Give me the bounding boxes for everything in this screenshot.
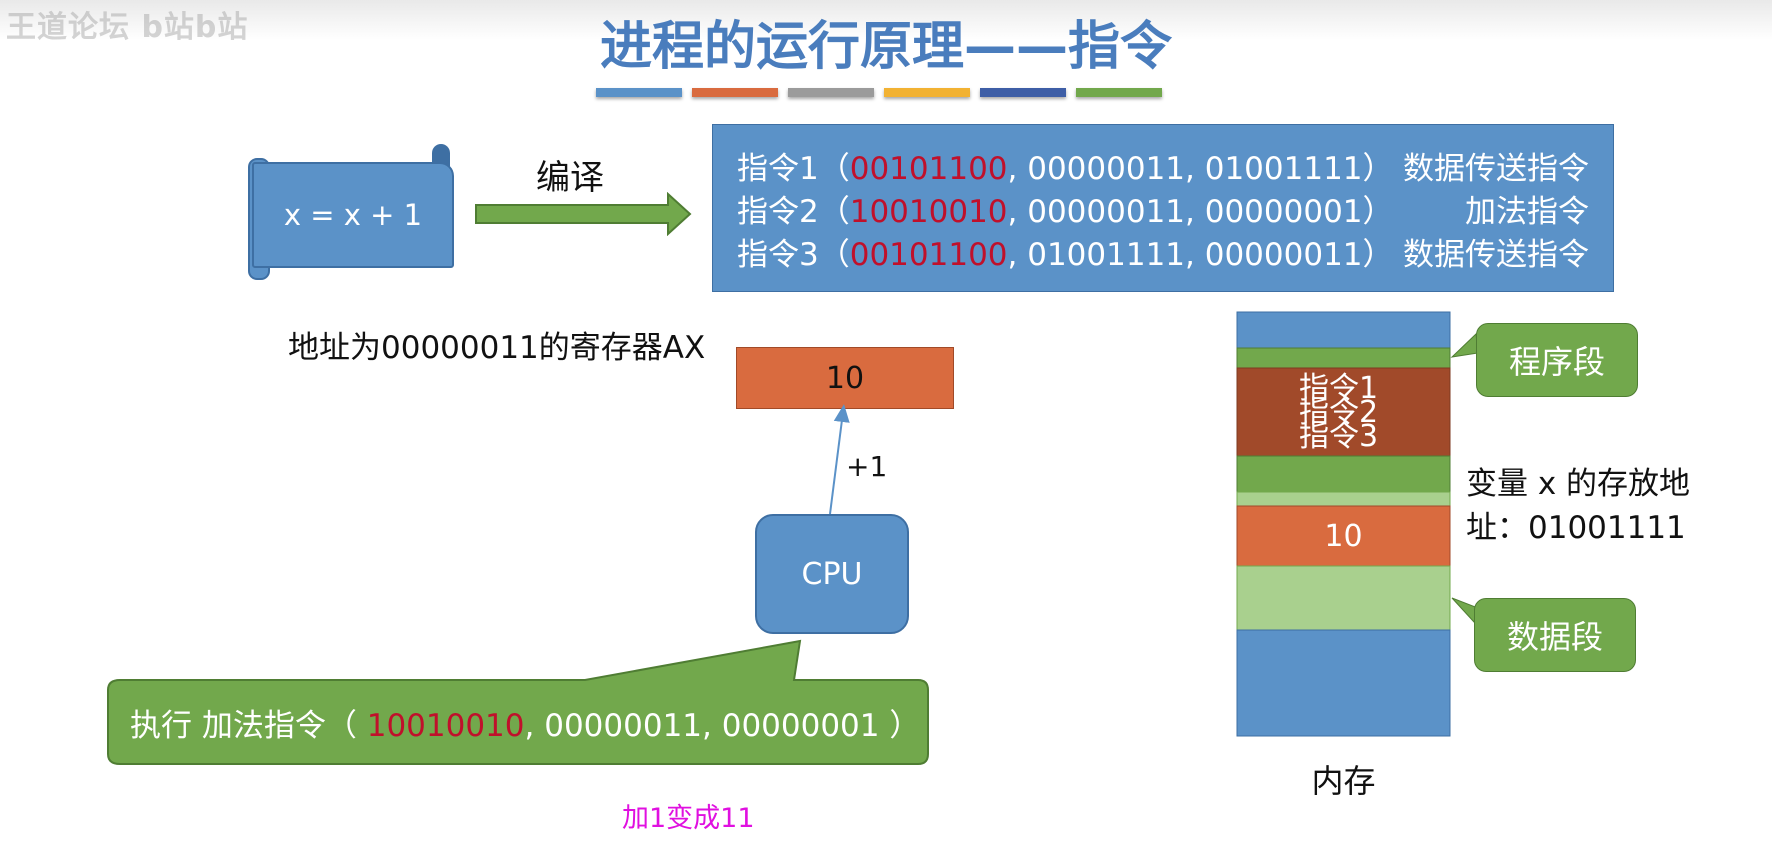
memory-data-pad-top — [1236, 491, 1451, 507]
register-value: 10 — [825, 360, 865, 396]
instruction-type: 加法指令 — [1465, 194, 1589, 230]
memory-value-text: 10 — [1324, 518, 1363, 554]
execute-callout-text: 执行 加法指令（ 10010010, 00000011, 00000001 ） — [130, 700, 920, 745]
instruction-row: 指令3（00101100, 01001111, 00000011） 数据传送指令 — [737, 229, 1589, 273]
instruction-operands: , 00000011, 00000001 — [1007, 194, 1363, 230]
memory-program-pad-top — [1236, 347, 1451, 369]
execute-opcode: 10010010 — [366, 708, 525, 744]
instruction-opcode: 00101100 — [849, 151, 1008, 187]
cpu-box: CPU — [755, 514, 909, 634]
compile-label: 编译 — [536, 158, 604, 198]
cpu-label: CPU — [801, 556, 863, 592]
execute-operands: , 00000011, 00000001 ） — [524, 708, 921, 744]
memory-block-bottom — [1236, 629, 1451, 737]
instruction-operands: , 00000011, 01001111 — [1007, 151, 1363, 187]
memory-variable-value: 10 — [1237, 506, 1450, 566]
memory-data-pad-bottom — [1236, 565, 1451, 631]
accent-bar — [596, 88, 682, 97]
program-segment-callout: 程序段 — [1476, 323, 1638, 397]
memory-instruction-label: 指令1 — [1299, 371, 1379, 406]
accent-bar — [788, 88, 874, 97]
data-segment-callout: 数据段 — [1474, 598, 1636, 672]
program-segment-label: 程序段 — [1508, 343, 1605, 381]
memory-variable-x — [1236, 505, 1451, 567]
data-segment-label: 数据段 — [1506, 618, 1603, 656]
register-ax-box: 10 — [736, 347, 954, 409]
variable-address-label: 变量 x 的存放地 址：01001111 — [1466, 462, 1690, 550]
instruction-opcode: 10010010 — [849, 194, 1008, 230]
source-code-scroll: x = x + 1 — [252, 162, 454, 268]
accent-bar — [980, 88, 1066, 97]
instruction-row: 指令1（00101100, 00000011, 01001111） 数据传送指令 — [737, 143, 1589, 187]
accent-bar — [884, 88, 970, 97]
memory-instruction-label: 指令2 — [1299, 395, 1379, 430]
program-segment-pointer — [1450, 332, 1479, 358]
variable-address-line: 址：01001111 — [1466, 510, 1686, 546]
compile-arrow-icon — [475, 192, 692, 236]
accent-bar — [692, 88, 778, 97]
instruction-open-paren: （ — [818, 194, 850, 230]
instruction-close-paren: ） — [1362, 194, 1394, 230]
instruction-open-paren: （ — [818, 237, 850, 273]
memory-label: 内存 — [1311, 762, 1376, 800]
memory-column — [1236, 311, 1451, 737]
variable-address-line: 变量 x 的存放地 — [1466, 466, 1691, 502]
note-label: 加1变成11 — [622, 803, 755, 834]
instruction-row: 指令2（10010010, 00000011, 00000001） 加法指令 — [737, 186, 1589, 230]
instruction-type: 数据传送指令 — [1403, 151, 1589, 187]
instruction-name: 指令1 — [737, 151, 819, 187]
watermark: 王道论坛 b站b站 — [6, 10, 249, 45]
accent-bar — [1076, 88, 1162, 97]
instruction-name: 指令3 — [737, 237, 819, 273]
memory-instruction-label: 指令3 — [1299, 419, 1379, 454]
instruction-close-paren: ） — [1362, 151, 1394, 187]
top-banner — [0, 0, 1772, 40]
instruction-name: 指令2 — [737, 194, 819, 230]
execute-callout-bubble — [107, 639, 929, 765]
instruction-open-paren: （ — [818, 151, 850, 187]
register-label: 地址为00000011的寄存器AX — [288, 330, 706, 366]
memory-instructions-block — [1236, 367, 1451, 457]
instruction-type: 数据传送指令 — [1403, 237, 1589, 273]
instructions-box: 指令1（00101100, 00000011, 01001111） 数据传送指令… — [712, 124, 1614, 292]
plus-one-label: +1 — [846, 450, 888, 483]
source-code-text: x = x + 1 — [283, 198, 423, 232]
memory-block-top — [1236, 311, 1451, 349]
cpu-to-register-arrow — [829, 404, 850, 515]
instruction-operands: , 01001111, 00000011 — [1007, 237, 1363, 273]
memory-program-pad-bottom — [1236, 455, 1451, 493]
memory-instructions-text: 指令1 指令2 指令3 — [1237, 368, 1450, 456]
instruction-close-paren: ） — [1362, 237, 1394, 273]
slide-title: 进程的运行原理——指令 — [599, 17, 1172, 77]
execute-prefix: 执行 加法指令（ — [130, 708, 367, 744]
instruction-opcode: 00101100 — [849, 237, 1008, 273]
